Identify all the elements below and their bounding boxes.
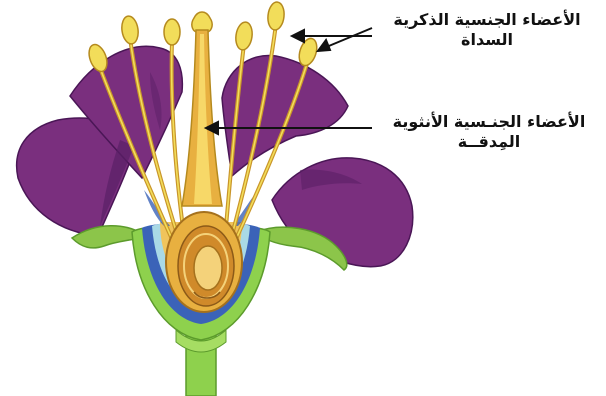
anther-2 (120, 15, 140, 45)
label-female-organs: الأعضاء الجنـسية الأنثوية المِدقــة (380, 112, 598, 152)
anther-4 (234, 21, 254, 51)
anther-3 (164, 19, 180, 45)
stigma (192, 12, 212, 32)
petal-right (272, 158, 413, 267)
anther-5 (267, 1, 286, 31)
arrow-male-branch (324, 28, 372, 48)
label-male-organs: الأعضاء الجنسية الذكرية السداة (382, 10, 592, 50)
label-female-organs-text: الأعضاء الجنـسية الأنثوية (380, 112, 598, 132)
arrow-male-branch-head (318, 40, 330, 51)
label-male-organs-text: الأعضاء الجنسية الذكرية (382, 10, 592, 30)
label-stamen-term: السداة (382, 30, 592, 50)
arrow-male-head (292, 30, 304, 42)
label-pistil-term: المِدقــة (380, 132, 598, 152)
ovule (194, 246, 222, 290)
